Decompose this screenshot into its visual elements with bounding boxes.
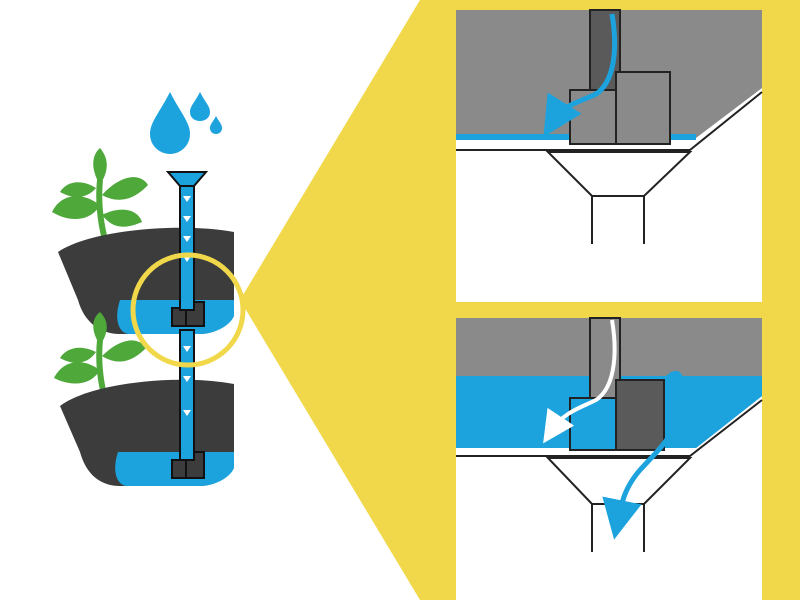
plant-icon	[54, 312, 146, 396]
flow-arrow-icon	[602, 371, 685, 540]
water-drops-icon	[150, 92, 222, 154]
detail-panel-overflow	[456, 317, 763, 600]
lower-planter-pot	[60, 379, 234, 486]
flow-arrow-icon	[543, 13, 618, 137]
upper-planter-pot	[58, 227, 234, 334]
plant-icon	[52, 148, 148, 241]
flow-arrow-icon	[543, 319, 617, 444]
detail-panel-low-water	[456, 9, 763, 302]
zoom-circle-icon	[130, 252, 246, 368]
